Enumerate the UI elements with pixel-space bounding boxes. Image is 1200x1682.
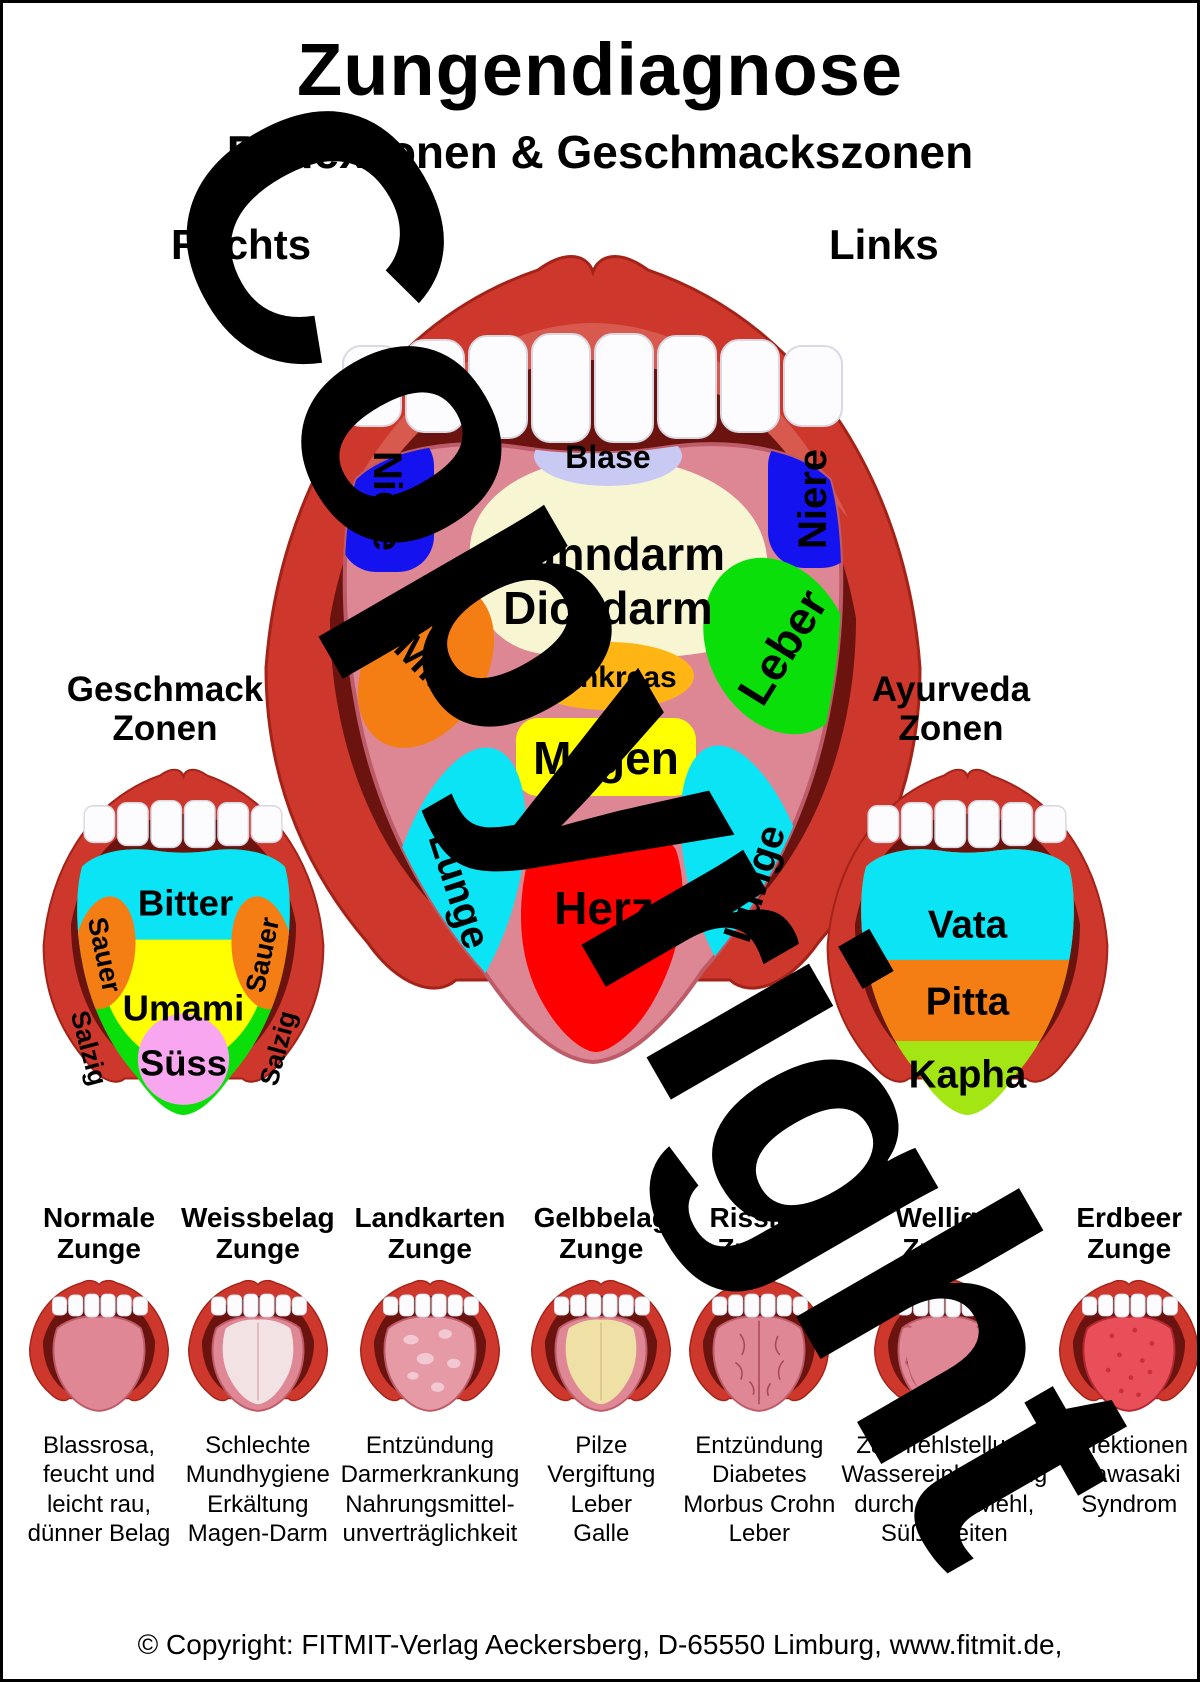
tongue-card-wellige: Wellige Zunge Zahnfehlstellung Wasserein…	[841, 1202, 1048, 1548]
teeth	[210, 1293, 307, 1318]
zone-label-niere-right-side: Niere	[365, 451, 409, 551]
zone-label-pitta: Pitta	[926, 981, 1010, 1024]
tongue-image-gelbbelag	[531, 1279, 672, 1412]
zone-label-kapha: Kapha	[909, 1054, 1027, 1097]
zone-label-herz: Herz	[554, 882, 654, 934]
tongue-type-name: Landkarten Zunge	[354, 1202, 506, 1264]
strawberry-dots	[1105, 1327, 1155, 1398]
zone-milz	[357, 584, 495, 748]
tongue-image-landkarten	[359, 1279, 500, 1412]
page-title: Zungendiagnose	[297, 28, 903, 111]
zone-vata	[861, 849, 1074, 960]
zone-label-vata: Vata	[928, 904, 1008, 947]
teeth	[51, 1293, 148, 1318]
side-label-links: Links	[829, 221, 939, 268]
tongue-image-weissbelag	[187, 1279, 328, 1412]
zone-suess	[137, 1013, 230, 1105]
tongue-image-erdbeer	[1059, 1279, 1197, 1412]
tongue-type-description: Schlechte Mundhygiene Erkältung Magen-Da…	[185, 1432, 330, 1547]
teeth	[712, 1293, 809, 1318]
teeth	[1082, 1293, 1179, 1318]
tongue-type-description: Infektionen Kawasaki Syndrom	[1070, 1432, 1188, 1518]
tongue-type-name: Wellige Zunge	[895, 1202, 994, 1264]
tongue-type-name: Rissige Zunge	[709, 1202, 810, 1264]
zone-umami	[99, 939, 268, 1067]
zone-label-blase: Blase	[565, 439, 650, 475]
map-patches	[403, 1329, 461, 1392]
zone-label-dickdarm: Dickdarm	[503, 582, 713, 634]
zone-pankreas	[522, 642, 694, 710]
teeth	[867, 799, 1067, 849]
tongue-card-gelbbelag: Gelbbelag Zunge Pilze Vergiftung Leber G…	[525, 1202, 677, 1548]
tongue-card-rissige: Rissige Zunge Entzündung Diabetes Morbus…	[683, 1202, 836, 1548]
teeth	[382, 1293, 479, 1318]
tongue-card-landkarten: Landkarten Zunge Entzündung Darmerkranku…	[340, 1202, 520, 1548]
teeth	[554, 1293, 651, 1318]
zone-label-umami: Umami	[123, 988, 245, 1029]
tongue-image-wellige	[874, 1279, 1015, 1412]
side-label-rechts: Rechts	[171, 221, 312, 268]
teeth	[897, 1293, 994, 1318]
teeth	[342, 333, 843, 443]
tongue-type-description: Blassrosa, feucht und leicht rau, dünner…	[27, 1432, 171, 1547]
tongue-image-normale	[28, 1279, 170, 1412]
taste-zones-title: Geschmack Zonen	[66, 670, 264, 748]
zone-label-pankreas: Pankreas	[543, 661, 676, 694]
tongue-image-rissige	[689, 1279, 830, 1412]
tongue-card-erdbeer: Erdbeer Zunge Infektionen Kawasaki Syndr…	[1053, 1202, 1197, 1548]
zone-duenndarm-dickdarm	[469, 458, 768, 659]
ayurveda-zones-title: Ayurveda Zonen	[871, 670, 1031, 748]
zone-label-niere-left-side: Niere	[791, 449, 835, 549]
teeth	[83, 799, 283, 849]
page-subtitle: Reflexzonen & Geschmackszonen	[226, 126, 974, 178]
zone-sauer-right	[231, 896, 290, 1010]
zone-label-bitter: Bitter	[138, 882, 233, 923]
zone-label-duenndarm: Dünndarm	[495, 528, 725, 580]
tongue-card-weissbelag: Weissbelag Zunge Schlechte Mundhygiene E…	[181, 1202, 335, 1548]
ayurveda-zone-diagram: Vata Pitta Kapha	[826, 768, 1109, 1115]
zone-label-magen: Magen	[533, 732, 679, 784]
tongue-type-description: Pilze Vergiftung Leber Galle	[547, 1432, 656, 1547]
zone-herz	[520, 823, 683, 1052]
zone-label-suess: Süss	[140, 1042, 227, 1083]
tongue-type-description: Entzündung Diabetes Morbus Crohn Leber	[683, 1432, 836, 1547]
zone-magen	[516, 718, 696, 796]
cracks	[735, 1320, 785, 1405]
taste-zone-diagram: Bitter Sauer Sauer Umami Salzig Salzig S…	[42, 768, 325, 1115]
reflex-zone-diagram: Blase Niere Niere Dünndarm Dickdarm Milz…	[264, 255, 922, 1065]
tongue-type-name: Weissbelag Zunge	[181, 1202, 335, 1264]
zone-blase	[534, 444, 682, 486]
tongue-type-name: Erdbeer Zunge	[1076, 1202, 1183, 1264]
tongue-type-name: Gelbbelag Zunge	[533, 1202, 669, 1264]
tongue-card-normale: Normale Zunge Blassrosa, feucht und leic…	[23, 1202, 175, 1548]
tongue-types-row: Normale Zunge Blassrosa, feucht und leic…	[23, 1202, 1197, 1548]
copyright-footer: © Copyright: FITMIT-Verlag Aeckersberg, …	[137, 1629, 1063, 1660]
tongue-type-description: Zahnfehlstellung Wassereinlagerung durch…	[841, 1432, 1048, 1547]
zone-leber	[703, 557, 842, 735]
zone-sauer-left	[77, 896, 136, 1010]
tongue-type-name: Normale Zunge	[42, 1202, 156, 1264]
tongue-type-description: Entzündung Darmerkrankung Nahrungsmittel…	[340, 1432, 520, 1547]
